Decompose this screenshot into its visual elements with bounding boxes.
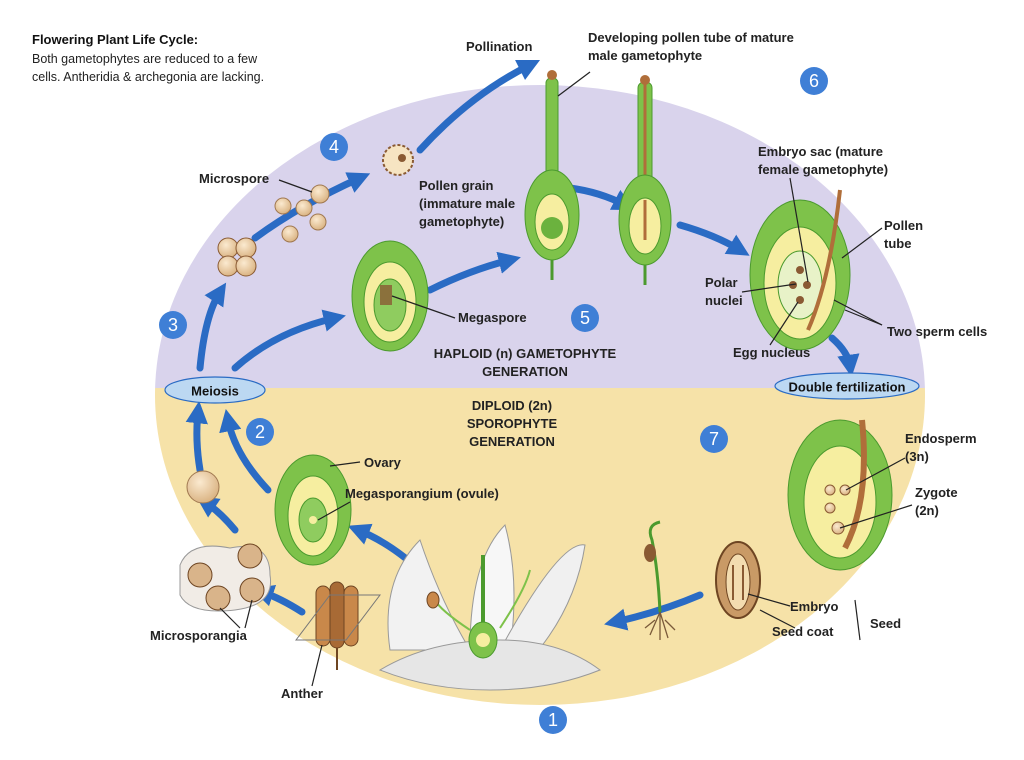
- megaspore-ovule: [351, 240, 429, 352]
- microspore-mother-cell: [186, 470, 220, 504]
- label-microsporangia: Microsporangia: [150, 628, 248, 643]
- arrow-meiosis-to-megaspore: [231, 309, 346, 372]
- label-microspore: Microspore: [199, 171, 269, 186]
- ovule-pollen-tube: [618, 75, 672, 285]
- badge-3: 3: [159, 311, 187, 339]
- svg-text:6: 6: [809, 71, 819, 91]
- diploid-label-2: SPOROPHYTE: [467, 416, 558, 431]
- ovule-pollination: [524, 70, 580, 280]
- arrow-ovule-to-meiosis: [219, 409, 272, 494]
- badge-1: 1: [539, 706, 567, 734]
- label-pollen-grain-2: (immature male: [419, 196, 515, 211]
- label-seed-coat: Seed coat: [772, 624, 834, 639]
- label-pollen-tube-dev-2: male gametophyte: [588, 48, 702, 63]
- label-two-sperm: Two sperm cells: [887, 324, 987, 339]
- svg-text:5: 5: [580, 308, 590, 328]
- step-badges: 1 2 3 4 5 6 7: [159, 67, 828, 734]
- cycle-arrows: [185, 59, 860, 631]
- seed: [715, 541, 761, 619]
- arrow-meiosis-to-tetrad: [196, 282, 227, 372]
- endosperm-ovule: [787, 419, 893, 571]
- label-polar-nuclei-1: Polar: [705, 275, 738, 290]
- label-endosperm-1: Endosperm: [905, 431, 977, 446]
- label-polar-nuclei-2: nuclei: [705, 293, 743, 308]
- label-pollen-tube-dev-1: Developing pollen tube of mature: [588, 30, 794, 45]
- arrow-cell-to-meiosis: [185, 400, 208, 474]
- flower: [378, 524, 602, 691]
- label-embryo-sac-2: female gametophyte): [758, 162, 888, 177]
- label-embryo-sac-1: Embryo sac (mature: [758, 144, 883, 159]
- diploid-label-3: GENERATION: [469, 434, 555, 449]
- leader-lines: [219, 71, 913, 687]
- label-pollen-grain-3: gametophyte): [419, 214, 504, 229]
- svg-text:2: 2: [255, 422, 265, 442]
- label-pollen-tube-2: tube: [884, 236, 911, 251]
- double-fertilization-pill: Double fertilization: [774, 372, 920, 400]
- haploid-label-1: HAPLOID (n) GAMETOPHYTE: [434, 346, 617, 361]
- label-seed: Seed: [870, 616, 901, 631]
- label-pollen-grain-1: Pollen grain: [419, 178, 493, 193]
- ovary-ovule: [274, 454, 352, 566]
- svg-text:7: 7: [709, 429, 719, 449]
- svg-text:1: 1: [548, 710, 558, 730]
- meiosis-label: Meiosis: [191, 384, 239, 399]
- description-line-1: Both gametophytes are reduced to a few: [32, 52, 258, 66]
- arrow-microsporangia-to-cell: [195, 495, 239, 534]
- arrow-megaspore-to-ovule: [426, 251, 521, 294]
- description-line-2: cells. Antheridia & archegonia are lacki…: [32, 70, 264, 84]
- label-megaspore: Megaspore: [458, 310, 527, 325]
- svg-text:3: 3: [168, 315, 178, 335]
- label-endosperm-2: (3n): [905, 449, 929, 464]
- label-ovary: Ovary: [364, 455, 402, 470]
- diagram-title: Flowering Plant Life Cycle:: [32, 32, 198, 47]
- badge-4: 4: [320, 133, 348, 161]
- label-anther: Anther: [281, 686, 323, 701]
- anther: [294, 581, 382, 670]
- badge-5: 5: [571, 304, 599, 332]
- seedling: [644, 520, 676, 640]
- haploid-label-2: GENERATION: [482, 364, 568, 379]
- label-egg-nucleus: Egg nucleus: [733, 345, 810, 360]
- label-megasporangium: Megasporangium (ovule): [345, 486, 499, 501]
- microspore-tetrad: [217, 237, 257, 277]
- arrow-tube-to-embryo-sac: [676, 221, 750, 256]
- label-pollination: Pollination: [466, 39, 533, 54]
- badge-6: 6: [800, 67, 828, 95]
- label-pollen-tube-1: Pollen: [884, 218, 923, 233]
- label-zygote-1: Zygote: [915, 485, 958, 500]
- arrow-to-pollination: [416, 59, 541, 154]
- badge-2: 2: [246, 418, 274, 446]
- arrow-to-double-fertilization: [828, 334, 860, 378]
- pollen-grain: [382, 144, 414, 176]
- embryo-sac-ovule: [749, 189, 851, 351]
- svg-text:4: 4: [329, 137, 339, 157]
- badge-7: 7: [700, 425, 728, 453]
- microsporangia-cluster: [179, 543, 272, 612]
- label-embryo: Embryo: [790, 599, 838, 614]
- double-fertilization-label: Double fertilization: [789, 380, 906, 395]
- diploid-label-1: DIPLOID (2n): [472, 398, 552, 413]
- meiosis-pill: Meiosis: [164, 376, 266, 404]
- microspores: [274, 184, 330, 243]
- label-zygote-2: (2n): [915, 503, 939, 518]
